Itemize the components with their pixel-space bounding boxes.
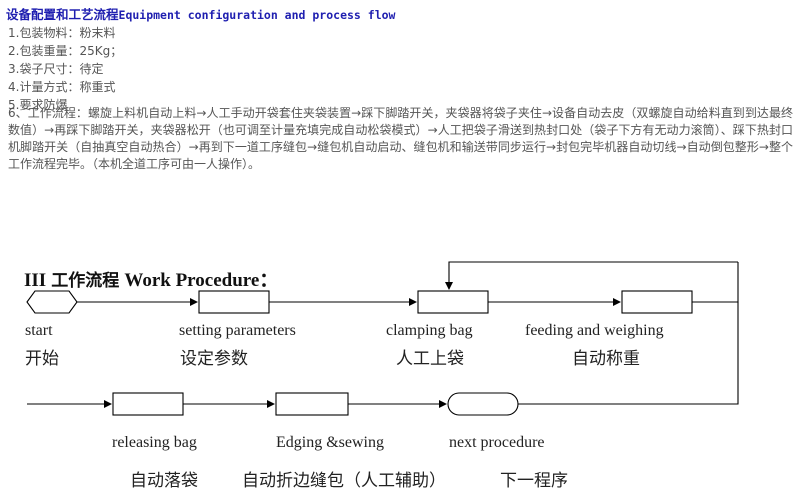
edging-sewing-node <box>275 392 349 416</box>
step-feeding-label-zh: 自动称重 <box>572 349 640 369</box>
step-clamping-label-zh: 人工上袋 <box>396 349 464 369</box>
page-title-en: Equipment configuration and process flow <box>118 8 396 22</box>
releasing-bag-node <box>112 392 184 416</box>
diagram-heading: III 工作流程 Work Procedure： <box>24 265 278 292</box>
step-edging-label-en: Edging &sewing <box>276 434 384 451</box>
step-setting-label-en: setting parameters <box>179 322 296 339</box>
spec-weight: 2.包装重量：25Kg； <box>8 44 123 58</box>
step-start-label-en: start <box>25 322 53 339</box>
setting-parameters-node <box>198 290 270 314</box>
step-releasing-label-zh: 自动落袋 <box>130 471 198 491</box>
diagram-heading-zh: 工作流程 <box>51 271 120 291</box>
page-title: 设备配置和工艺流程Equipment configuration and pro… <box>6 4 395 23</box>
step-setting-label-zh: 设定参数 <box>180 349 248 369</box>
spec-material: 1.包装物料：粉末料 <box>8 26 116 40</box>
step-next-label-zh: 下一程序 <box>500 471 568 491</box>
loop-top-line <box>445 261 738 290</box>
step-feeding-label-en: feeding and weighing <box>525 322 664 339</box>
spec-metering: 4.计量方式：称重式 <box>8 80 116 94</box>
procedure-paragraph: 6、工作流程：螺旋上料机自动上料→人工手动开袋套住夹袋装置→踩下脚踏开关，夹袋器… <box>8 106 793 171</box>
step-edging-label-zh: 自动折边缝包（人工辅助） <box>242 471 446 491</box>
spec-bag-size: 3.袋子尺寸：待定 <box>8 62 104 76</box>
spec-list: 1.包装物料：粉末料 2.包装重量：25Kg； 3.袋子尺寸：待定 4.计量方式… <box>8 24 798 114</box>
page-title-zh: 设备配置和工艺流程 <box>6 7 119 22</box>
next-procedure-node <box>447 392 519 416</box>
diagram-heading-en: Work Procedure： <box>124 270 279 291</box>
diagram-heading-prefix: III <box>24 270 47 291</box>
feeding-weighing-node <box>621 290 693 314</box>
step-clamping-label-en: clamping bag <box>386 322 473 339</box>
start-node <box>26 290 78 314</box>
clamping-bag-node <box>417 290 489 314</box>
loop-up-line <box>518 302 739 405</box>
step-next-label-en: next procedure <box>449 434 545 451</box>
loop-return-line <box>692 262 739 303</box>
step-releasing-label-en: releasing bag <box>112 434 197 451</box>
step-start-label-zh: 开始 <box>25 349 59 369</box>
spec-explosion-proof: 5.要求防爆 <box>8 98 68 112</box>
